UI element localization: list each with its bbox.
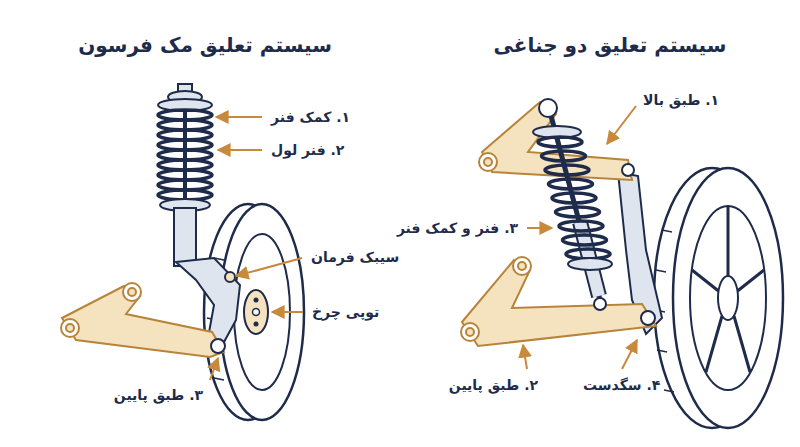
coil bbox=[542, 151, 586, 161]
part-label-slot: ۲. فنر لول bbox=[268, 140, 347, 160]
damper-mount bbox=[594, 298, 606, 310]
leader-arrow bbox=[527, 227, 552, 229]
lug-nut bbox=[254, 298, 259, 303]
part-label: سیبک فرمان bbox=[308, 247, 402, 267]
leader-lines bbox=[210, 106, 637, 380]
lug-nut bbox=[254, 322, 259, 327]
tire-front bbox=[673, 168, 783, 428]
coil bbox=[559, 221, 603, 231]
strut-body bbox=[174, 208, 196, 266]
bushing bbox=[123, 283, 141, 301]
leader-arrow bbox=[236, 258, 302, 276]
part-label-slot: ۱. طبق بالا bbox=[640, 90, 722, 110]
bushing bbox=[461, 323, 479, 341]
leader-arrow bbox=[622, 340, 637, 369]
ball-joint bbox=[211, 339, 225, 353]
bushing-core bbox=[466, 328, 474, 336]
coil-spring bbox=[538, 137, 610, 259]
macpherson-lower-arm bbox=[61, 283, 225, 357]
coil-spring bbox=[158, 110, 212, 200]
rim bbox=[690, 206, 766, 390]
part-label: توپی چرخ bbox=[309, 302, 382, 322]
top-mount bbox=[539, 99, 557, 117]
bushing-core bbox=[128, 288, 136, 296]
lower-wishbone bbox=[461, 257, 656, 346]
part-label-slot: سیبک فرمان bbox=[308, 247, 402, 267]
part-label: ۱. طبق بالا bbox=[640, 90, 722, 110]
rim-spokes bbox=[692, 206, 764, 372]
panel-title-slot: سیستم تعلیق مک فرسون bbox=[75, 31, 335, 59]
part-label-slot: ۲. طبق پایین bbox=[446, 375, 541, 395]
coil bbox=[549, 179, 593, 189]
ball-joint bbox=[622, 164, 634, 176]
hub-center bbox=[253, 309, 260, 316]
panel-title: سیستم تعلیق مک فرسون bbox=[75, 31, 335, 59]
part-label-slot: ۴. سگدست bbox=[580, 375, 663, 395]
leader-arrow bbox=[272, 311, 303, 313]
bushing bbox=[61, 319, 79, 337]
coilover bbox=[533, 99, 612, 300]
coil bbox=[545, 165, 589, 175]
part-label: ۳. فنر و کمک فنر bbox=[394, 218, 521, 238]
panel-title: سیستم تعلیق دو جناغی bbox=[491, 31, 730, 59]
ball-joint bbox=[641, 311, 655, 325]
part-label-slot: ۱. کمک فنر bbox=[268, 107, 353, 127]
part-label-slot: توپی چرخ bbox=[309, 302, 382, 322]
part-label: ۲. طبق پایین bbox=[446, 375, 541, 395]
spring-seat bbox=[568, 258, 612, 270]
coil bbox=[556, 207, 600, 217]
wheel-hub bbox=[244, 290, 268, 334]
bushing-core bbox=[66, 324, 74, 332]
leader-arrow bbox=[210, 358, 218, 380]
part-label: ۳. طبق پایین bbox=[111, 385, 206, 405]
part-label-slot: ۳. طبق پایین bbox=[111, 385, 206, 405]
part-label: ۴. سگدست bbox=[580, 375, 663, 395]
control-arm bbox=[62, 286, 224, 357]
leader-arrow bbox=[216, 116, 262, 118]
coil bbox=[552, 193, 596, 203]
coil bbox=[563, 235, 607, 245]
leader-arrow bbox=[218, 149, 262, 151]
bushing-core bbox=[484, 158, 492, 166]
wishbone-wheel bbox=[654, 168, 783, 428]
piston-rod bbox=[550, 112, 600, 300]
macpherson-strut bbox=[158, 84, 240, 342]
part-label: ۱. کمک فنر bbox=[268, 107, 353, 127]
leader-arrow bbox=[523, 345, 527, 369]
bushing-core bbox=[518, 262, 526, 270]
control-arm bbox=[462, 260, 656, 346]
bushing bbox=[513, 257, 531, 275]
leader-arrow bbox=[607, 106, 636, 144]
part-label-slot: ۳. فنر و کمک فنر bbox=[394, 218, 521, 238]
bushing bbox=[479, 153, 497, 171]
wheel-hub bbox=[718, 276, 738, 320]
tie-rod-joint bbox=[225, 272, 235, 282]
panel-title-slot: سیستم تعلیق دو جناغی bbox=[491, 31, 730, 59]
part-label: ۲. فنر لول bbox=[268, 140, 347, 160]
coil bbox=[538, 137, 582, 147]
